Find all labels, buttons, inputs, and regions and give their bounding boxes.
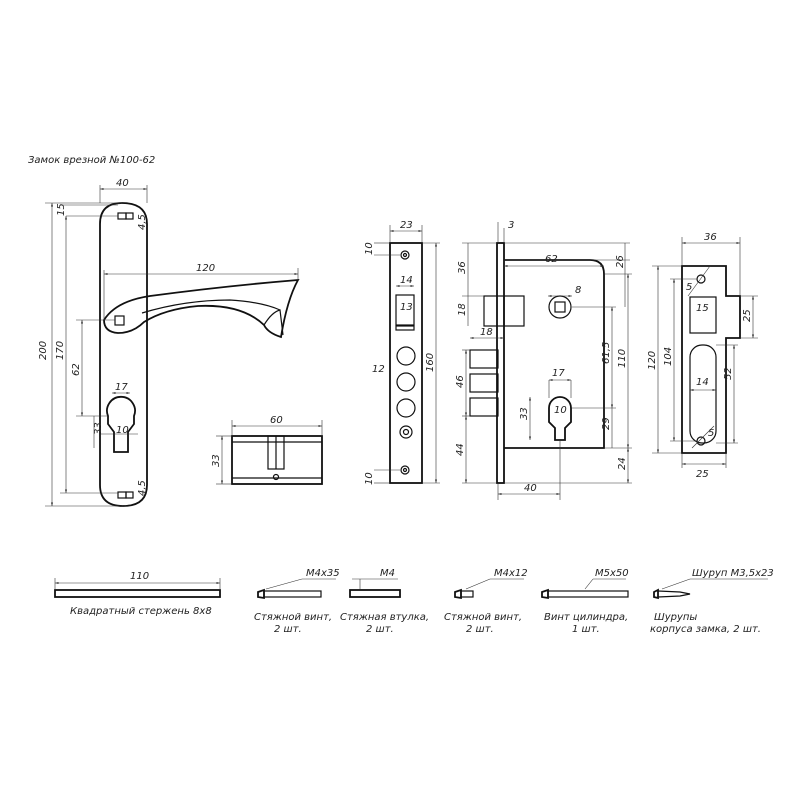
part-cylinder-screw: M5x50 Винт цилиндра, 1 шт. bbox=[541, 568, 629, 635]
part-screw-m4x12: M4x12 Стяжной винт, 2 шт. bbox=[444, 568, 528, 635]
dim-faceplate-square: 13 bbox=[400, 302, 413, 313]
dim-strike-width: 36 bbox=[704, 232, 717, 243]
dim-bolts-height: 46 bbox=[455, 375, 466, 388]
dim-faceplate-top: 10 bbox=[364, 242, 375, 255]
part-screw1-label1: Стяжной винт, bbox=[254, 612, 332, 623]
dim-lever-to-cylinder: 62 bbox=[71, 363, 82, 376]
part-screw2-dim: M4x12 bbox=[494, 568, 528, 579]
part-wood-screw: Шуруп М3,5х23 Шурупы корпуса замка, 2 шт… bbox=[650, 568, 774, 635]
part-sleeve-label2: 2 шт. bbox=[366, 624, 394, 635]
part-square-rod: 110 Квадратный стержень 8х8 bbox=[54, 571, 221, 617]
dim-faceplate-latch: 12 bbox=[372, 364, 385, 375]
dim-strike-latch: 15 bbox=[696, 303, 709, 314]
dim-cylinder-width: 17 bbox=[115, 382, 128, 393]
part-cyl-screw-dim: M5x50 bbox=[595, 568, 629, 579]
dim-strike-hole-low: 5 bbox=[708, 428, 714, 439]
lock-body-view: 3 62 36 26 8 18 18 61,5 110 46 17 33 bbox=[455, 220, 632, 500]
dim-strike-inner: 104 bbox=[663, 347, 674, 366]
dim-cylinder-low: 33 bbox=[93, 422, 104, 435]
dim-strike-width-bottom: 25 bbox=[696, 469, 709, 480]
cylinder-view: 60 33 bbox=[211, 415, 323, 485]
part-rod-label: Квадратный стержень 8х8 bbox=[70, 606, 212, 617]
dim-handle-height: 200 bbox=[38, 341, 49, 360]
dim-axis-distance: 170 bbox=[55, 341, 66, 360]
door-handle-view: 40 200 15 170 62 120 17 33 10 4,5 4,5 bbox=[38, 178, 300, 507]
dim-cylinder-height: 33 bbox=[211, 454, 222, 467]
dim-center-distance: 61,5 bbox=[601, 342, 612, 364]
part-screw1-dim: M4x35 bbox=[306, 568, 340, 579]
dim-faceplate-width: 23 bbox=[400, 220, 413, 231]
dim-right-bottom: 24 bbox=[617, 457, 628, 470]
dim-lever-length: 120 bbox=[196, 263, 215, 274]
strike-plate-view: 36 5 15 25 120 104 14 52 5 25 bbox=[647, 232, 758, 480]
dim-strike-bolt-w: 14 bbox=[696, 377, 709, 388]
dim-cyl-width: 17 bbox=[552, 368, 565, 379]
part-screw-m4x35: M4x35 Стяжной винт, 2 шт. bbox=[254, 568, 340, 635]
part-sleeve-dim: M4 bbox=[380, 568, 395, 579]
part-cyl-screw-label2: 1 шт. bbox=[572, 624, 600, 635]
dim-strike-bolt-h: 52 bbox=[723, 367, 734, 380]
part-screw2-label1: Стяжной винт, bbox=[444, 612, 522, 623]
dim-handle-width: 40 bbox=[116, 178, 129, 189]
dim-body-height: 110 bbox=[617, 349, 628, 368]
dim-faceplate-bottom: 10 bbox=[364, 472, 375, 485]
dim-screw-top: 4,5 bbox=[137, 214, 148, 230]
dim-body-bottom: 44 bbox=[455, 443, 466, 456]
part-screw2-label2: 2 шт. bbox=[466, 624, 494, 635]
dim-cylinder-diameter: 10 bbox=[116, 425, 129, 436]
part-wood-screw-label1: Шурупы bbox=[654, 612, 697, 623]
dim-strike-height: 120 bbox=[647, 351, 658, 370]
dim-right-top: 26 bbox=[615, 255, 626, 268]
part-wood-screw-label2: корпуса замка, 2 шт. bbox=[650, 624, 761, 635]
dim-latch-width: 18 bbox=[480, 327, 493, 338]
dim-faceplate-inner: 14 bbox=[400, 275, 413, 286]
part-wood-screw-dim: Шуруп М3,5х23 bbox=[692, 568, 774, 579]
faceplate-view: 23 14 13 10 10 12 160 bbox=[364, 220, 440, 485]
dim-spindle: 8 bbox=[575, 285, 581, 296]
part-sleeve-m4: M4 Стяжная втулка, 2 шт. bbox=[340, 568, 429, 635]
part-screw1-label2: 2 шт. bbox=[274, 624, 302, 635]
dim-latch-height: 18 bbox=[457, 303, 468, 316]
drawing-title: Замок врезной №100-62 bbox=[28, 155, 155, 166]
dim-strike-hole: 5 bbox=[686, 282, 692, 293]
dim-faceplate-height: 160 bbox=[425, 353, 436, 372]
part-cyl-screw-label1: Винт цилиндра, bbox=[544, 612, 628, 623]
part-sleeve-label1: Стяжная втулка, bbox=[340, 612, 429, 623]
dim-body-top: 36 bbox=[457, 261, 468, 274]
dim-screw-bottom: 4,5 bbox=[137, 480, 148, 496]
dim-cylinder-length: 60 bbox=[270, 415, 283, 426]
dim-plate-thickness: 3 bbox=[508, 220, 514, 231]
dim-right-low: 29 bbox=[601, 417, 612, 430]
dim-backset: 40 bbox=[524, 483, 537, 494]
dim-cyl-diameter: 10 bbox=[554, 405, 567, 416]
dim-strike-gap: 25 bbox=[742, 309, 753, 322]
dim-cyl-height: 33 bbox=[519, 407, 530, 420]
part-rod-dim: 110 bbox=[130, 571, 149, 582]
dim-body-width: 62 bbox=[545, 254, 558, 265]
dim-handle-top-offset: 15 bbox=[56, 203, 67, 216]
